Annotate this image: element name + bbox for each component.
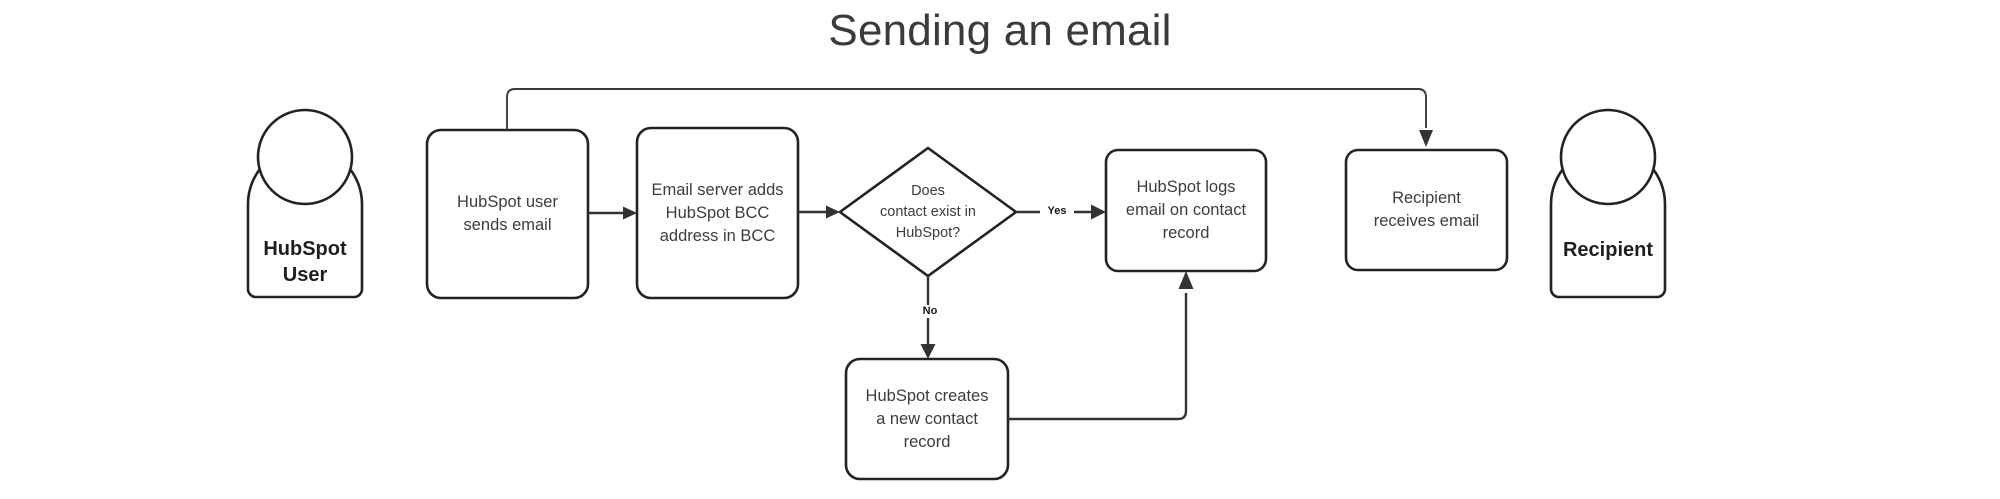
- edge-n1-to-n2: [588, 206, 637, 220]
- actor-recipient-head: [1559, 108, 1657, 206]
- actor-hubspot-user-head: [256, 108, 354, 206]
- actor-recipient: [1549, 108, 1667, 299]
- edge-label-yes: Yes: [1040, 205, 1074, 218]
- node-hubspot-user-sends-email[interactable]: [425, 128, 590, 300]
- node-email-server-adds-bcc[interactable]: [635, 126, 800, 300]
- actor-recipient-label: Recipient: [1562, 239, 1654, 261]
- node-decision-contact-exists[interactable]: [837, 146, 1019, 278]
- node-hubspot-logs-email[interactable]: [1104, 148, 1268, 273]
- actor-hubspot-user: [246, 108, 364, 299]
- edge-n6-to-n4: [1008, 271, 1194, 421]
- edge-n2-to-n3: [798, 205, 840, 219]
- page-title: Sending an email: [828, 6, 1172, 55]
- edge-label-no: No: [913, 305, 947, 318]
- edge-n1-to-n5: [506, 88, 1433, 147]
- node-recipient-receives-email[interactable]: [1344, 148, 1509, 272]
- actor-hubspot-user-label: HubSpot User: [263, 238, 347, 286]
- node-hubspot-creates-contact[interactable]: [844, 357, 1010, 481]
